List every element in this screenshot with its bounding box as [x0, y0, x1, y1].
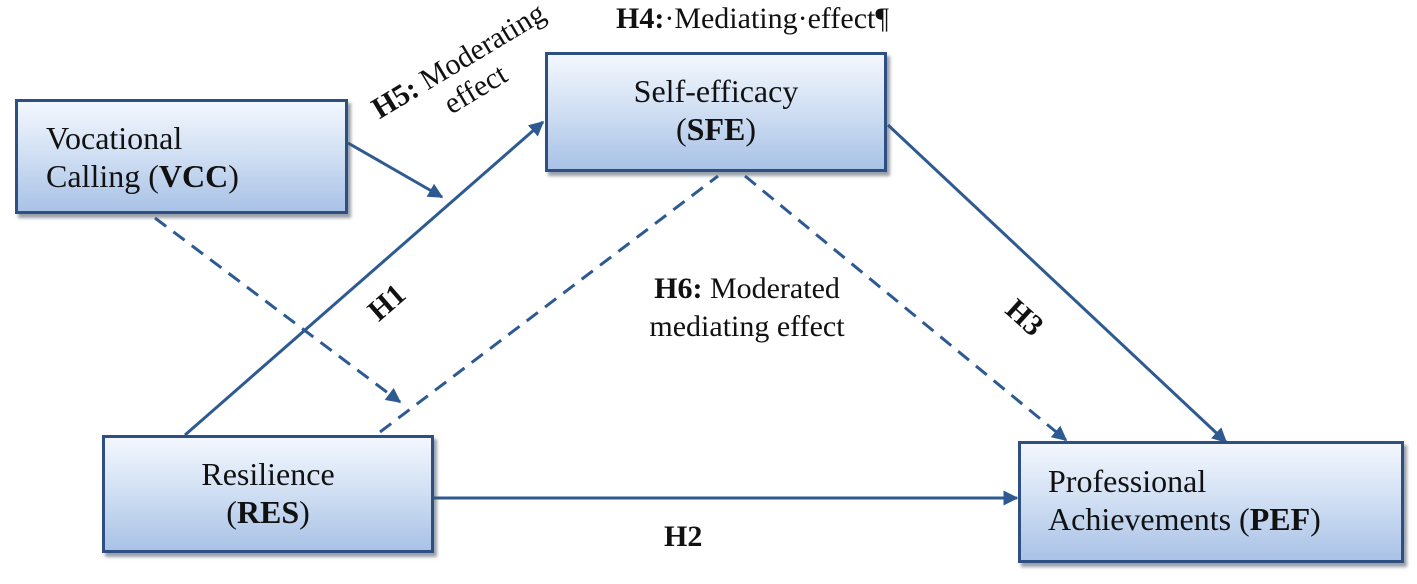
node-vcc-line2: Calling (VCC) — [46, 157, 345, 195]
label-h4-code: H4: — [616, 2, 665, 35]
label-h6-moderated-mediating-effect: H6: Moderated mediating effect — [612, 270, 882, 346]
label-h2-code: H2 — [664, 520, 703, 553]
node-sfe-close: ) — [745, 111, 756, 147]
node-res-line2: (RES) — [105, 493, 431, 531]
dashed-line-res-to-sfe — [379, 174, 719, 434]
node-pef-line2-text: Achievements ( — [1048, 501, 1250, 537]
node-res-line1: Resilience — [201, 456, 335, 492]
node-sfe-line2: (SFE) — [548, 110, 884, 148]
node-pef-abbr: PEF — [1249, 501, 1311, 537]
node-pef-close: ) — [1310, 501, 1321, 537]
dashed-arrow-sfe-to-pef — [744, 174, 1068, 442]
node-vocational-calling: Vocational Calling (VCC) — [15, 99, 348, 214]
node-res-abbr: RES — [236, 494, 300, 530]
label-h4-text: ·Mediating·effect¶ — [664, 2, 889, 35]
label-h2: H2 — [664, 520, 702, 554]
node-sfe-line1: Self-efficacy — [633, 73, 799, 109]
arrow-sfe-to-pef-h3 — [886, 123, 1228, 444]
arrow-res-to-sfe-h1 — [184, 120, 545, 437]
label-h6-text1: Moderated — [702, 272, 840, 305]
node-self-efficacy: Self-efficacy (SFE) — [545, 52, 887, 172]
node-res-close: ) — [299, 494, 310, 530]
node-professional-achievements: Professional Achievements (PEF) — [1018, 441, 1404, 563]
node-sfe-abbr: SFE — [686, 111, 746, 147]
label-h6-code: H6: — [654, 272, 703, 305]
arrow-vcc-moderation-h5 — [347, 141, 444, 199]
label-h4-mediating-effect: H4:·Mediating·effect¶ — [616, 2, 889, 36]
node-sfe-open: ( — [676, 111, 687, 147]
node-vcc-line1: Vocational — [46, 120, 183, 156]
node-pef-line1: Professional — [1048, 463, 1207, 499]
node-vcc-line2-text: Calling ( — [46, 158, 159, 194]
node-pef-line2: Achievements (PEF) — [1048, 500, 1401, 538]
node-resilience: Resilience (RES) — [102, 435, 434, 553]
label-h6-line2: mediating effect — [649, 310, 845, 343]
node-res-open: ( — [226, 494, 237, 530]
dashed-arrow-vcc-to-res — [154, 216, 402, 404]
label-h6-line1: H6: Moderated — [612, 270, 882, 308]
node-vcc-abbr: VCC — [158, 158, 229, 194]
node-vcc-close: ) — [228, 158, 239, 194]
